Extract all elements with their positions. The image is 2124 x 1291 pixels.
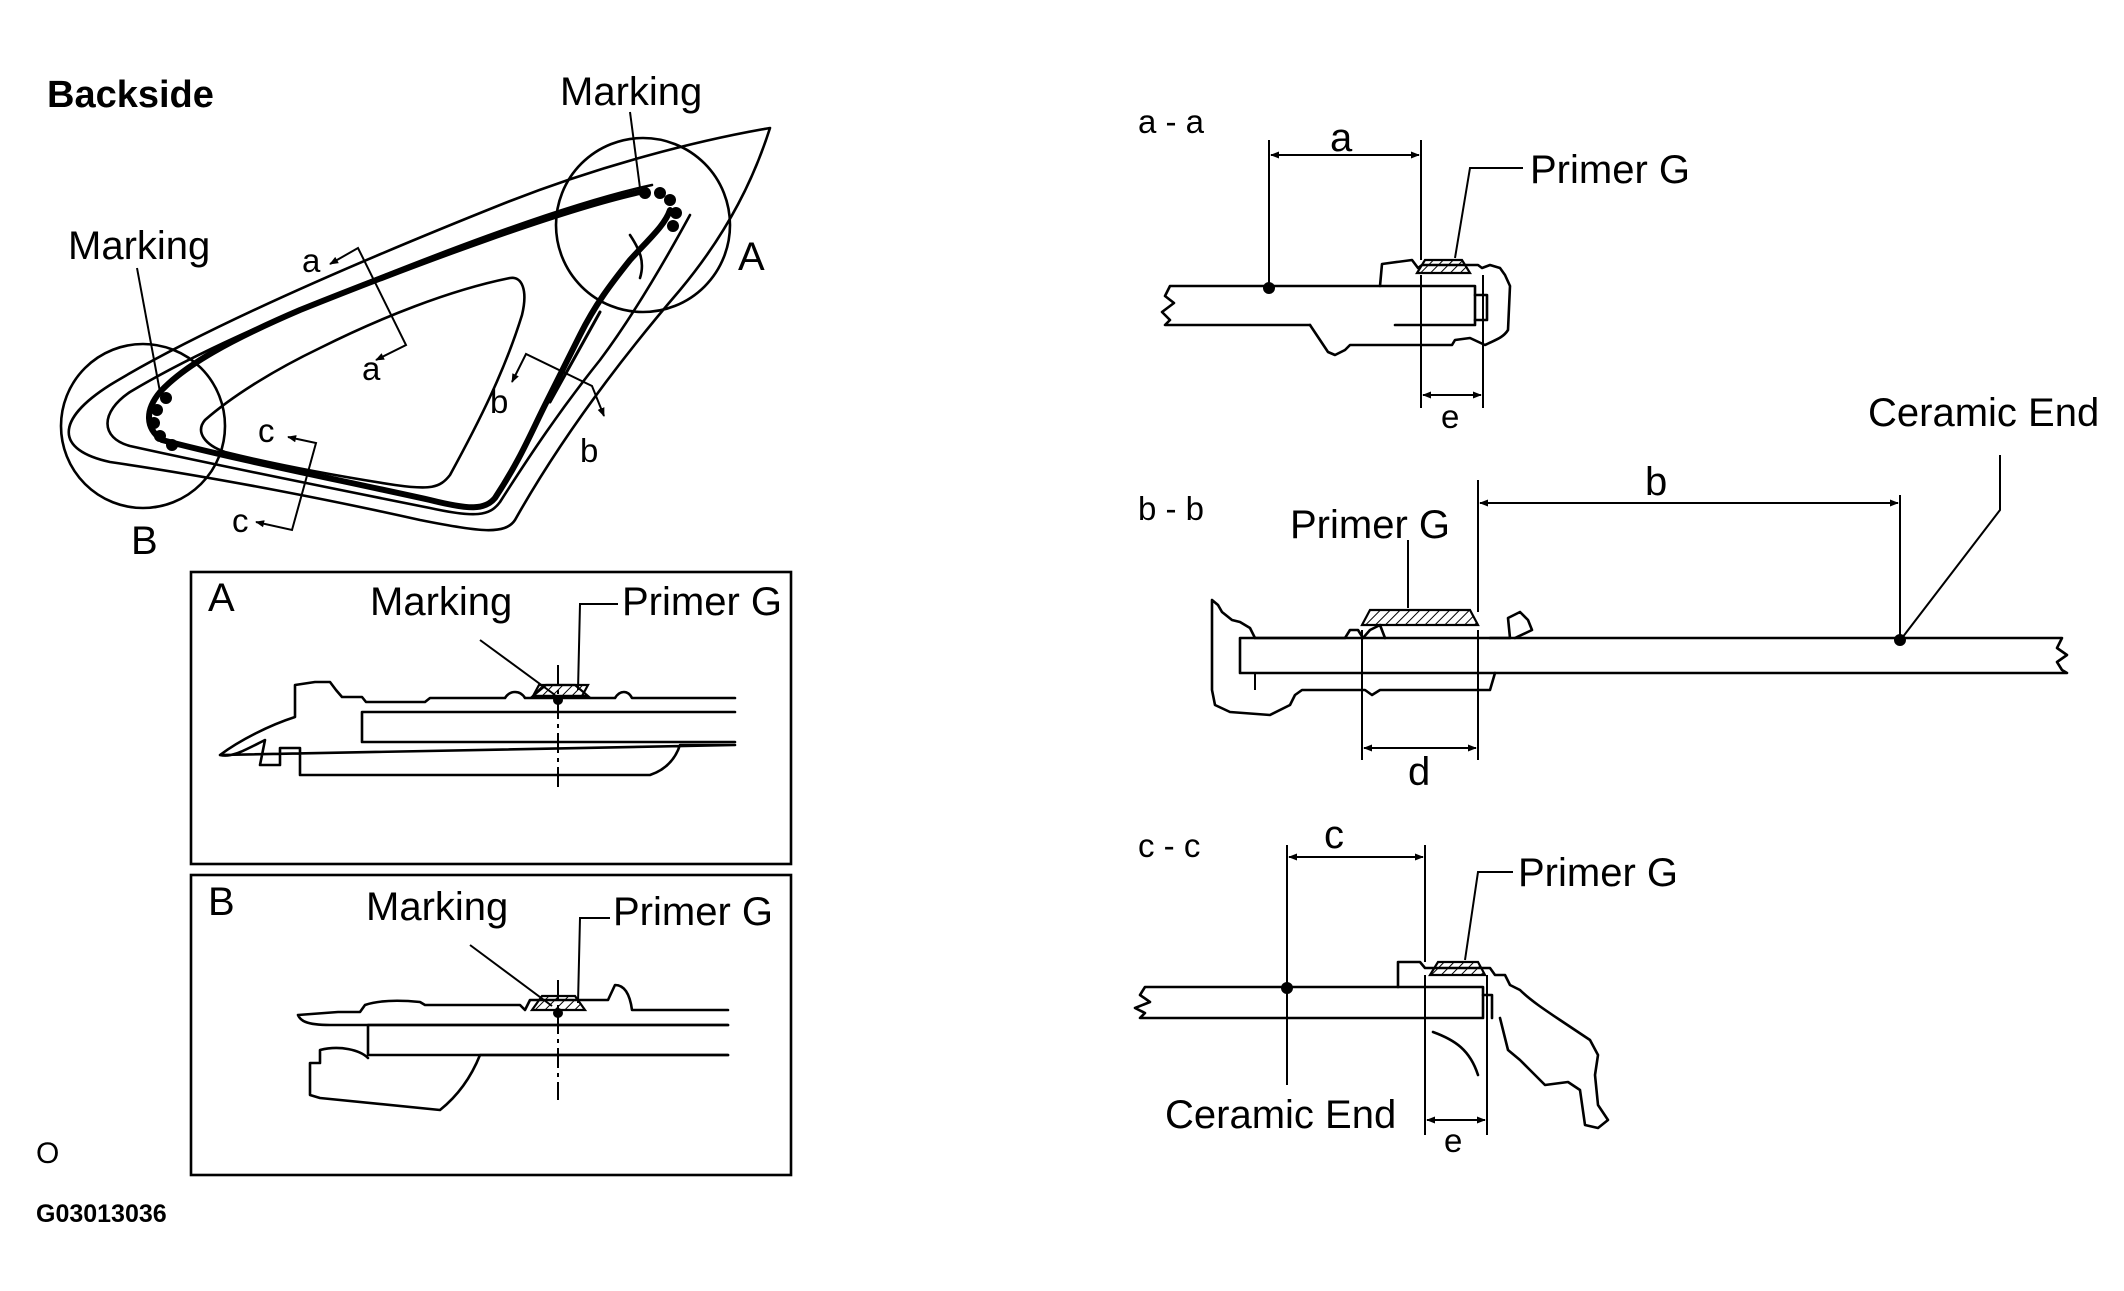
- section-bb-drawing: [1210, 455, 2069, 760]
- detail-b-glass: [366, 1023, 730, 1057]
- detail-a-marking-label: Marking: [370, 580, 512, 624]
- detail-a-marking-leader: [479, 639, 556, 696]
- glass-outer-edge: [67, 126, 772, 532]
- section-aa-dim-a-label: a: [1330, 116, 1353, 160]
- section-aa-molding: [1308, 258, 1512, 357]
- marking-dot: [639, 187, 651, 199]
- section-aa-primer-g: [1415, 258, 1472, 275]
- section-cc-drawing: [1133, 845, 1610, 1135]
- label-marking-top: Marking: [560, 70, 702, 114]
- section-cc-dim-e-label: e: [1444, 1122, 1462, 1159]
- section-cc-primer-label: Primer G: [1518, 851, 1678, 895]
- detail-b-marking-leader: [469, 944, 553, 1007]
- section-cc-dim-c-label: c: [1324, 813, 1344, 857]
- section-cc-primer-g: [1428, 960, 1487, 977]
- glass-overview: [59, 111, 772, 532]
- figure-code: G03013036: [36, 1200, 167, 1228]
- detail-b-marking-dot: [553, 1008, 563, 1018]
- glass-notch: [628, 233, 644, 280]
- section-bb-ceramic-leader: [1901, 455, 2001, 639]
- primer-bead-path: [146, 189, 673, 511]
- section-line-b: [511, 352, 605, 417]
- section-cc-glass: [1133, 985, 1485, 1020]
- section-cc-ceramic-point: [1281, 982, 1293, 994]
- label-section-c-top: c: [258, 412, 275, 449]
- detail-circle-a: [554, 136, 732, 314]
- detail-b-drawing: [296, 917, 730, 1112]
- detail-a-primer-g: [531, 683, 590, 698]
- detail-b-marking-label: Marking: [366, 885, 508, 929]
- marking-dot: [154, 430, 166, 442]
- marking-leader-left: [136, 267, 161, 393]
- detail-b-primer-leader: [577, 917, 610, 1004]
- marking-dot: [166, 439, 178, 451]
- label-marking-left: Marking: [68, 224, 210, 268]
- label-section-b-top: b: [490, 383, 508, 420]
- marking-dot: [151, 404, 163, 416]
- section-aa-title: a - a: [1138, 103, 1205, 140]
- detail-a-molding: [218, 680, 737, 777]
- detail-b-primer-label: Primer G: [613, 890, 773, 934]
- label-section-a-top: a: [302, 242, 321, 279]
- section-aa-primer-label: Primer G: [1530, 148, 1690, 192]
- section-cc-ceramic-label: Ceramic End: [1165, 1093, 1396, 1137]
- marking-dot: [148, 417, 160, 429]
- label-circle-a: A: [738, 235, 765, 279]
- section-aa-point: [1263, 282, 1275, 294]
- section-aa-dim-e-label: e: [1441, 398, 1459, 435]
- section-line-a: [329, 246, 408, 361]
- marking-dot: [160, 392, 172, 404]
- corner-mark: O: [36, 1137, 59, 1170]
- detail-b-primer-g: [529, 994, 588, 1012]
- detail-a-primer-leader: [577, 603, 618, 691]
- label-section-a-bottom: a: [362, 350, 381, 387]
- marking-dot: [670, 207, 682, 219]
- marking-dot: [664, 194, 676, 206]
- section-bb-title: b - b: [1138, 490, 1204, 527]
- detail-a-marking-shape: [529, 683, 592, 698]
- section-line-c: [255, 435, 318, 532]
- marking-leader-top: [629, 111, 641, 189]
- section-cc-primer-leader: [1464, 871, 1513, 961]
- section-cc-title: c - c: [1138, 827, 1200, 864]
- section-bb-ceramic-label: Ceramic End: [1868, 391, 2099, 435]
- section-bb-glass: [1238, 636, 2069, 675]
- section-aa-drawing: [1160, 140, 1523, 408]
- section-bb-primer-g: [1360, 608, 1480, 627]
- marking-dot: [667, 220, 679, 232]
- section-bb-dim-b-label: b: [1645, 460, 1667, 504]
- section-aa-primer-leader: [1454, 167, 1523, 259]
- detail-box-b: [189, 873, 793, 1177]
- detail-a-drawing: [218, 603, 737, 790]
- detail-a-glass: [360, 710, 737, 744]
- label-section-c-bottom: c: [232, 502, 249, 539]
- detail-circle-b: [59, 342, 227, 510]
- label-circle-b: B: [131, 519, 158, 563]
- detail-b-id: B: [208, 880, 235, 924]
- detail-box-a: [189, 570, 793, 866]
- marking-dot: [654, 187, 666, 199]
- detail-b-molding: [296, 983, 730, 1112]
- label-section-b-bottom: b: [580, 432, 598, 469]
- detail-a-primer-label: Primer G: [622, 580, 782, 624]
- section-bb-dim-d-label: d: [1408, 750, 1430, 794]
- section-bb-primer-label: Primer G: [1290, 503, 1450, 547]
- detail-a-id: A: [208, 576, 235, 620]
- page-title: Backside: [47, 74, 214, 116]
- section-aa-glass: [1160, 284, 1477, 327]
